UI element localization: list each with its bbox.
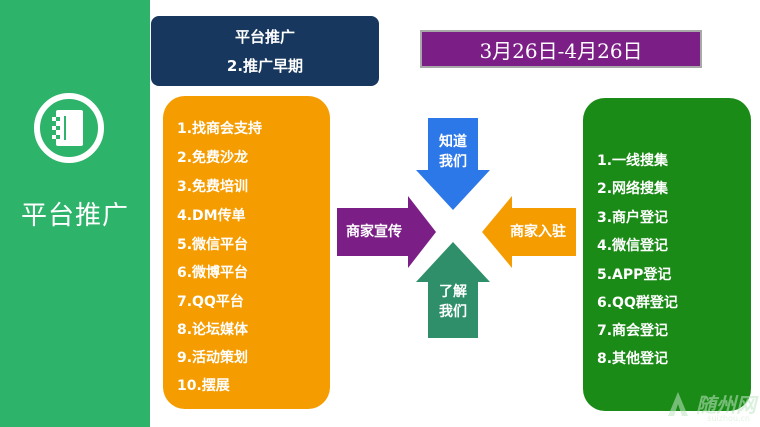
watermark-subtext: suizhou.cn <box>707 414 750 423</box>
registration-item: 5.APP登记 <box>597 267 672 283</box>
left-arrow <box>482 196 576 268</box>
arrow-bottom-label: 了解 我们 <box>439 284 467 320</box>
sidebar: 平台推广 <box>0 0 150 427</box>
notebook-icon <box>34 93 104 163</box>
arrow-diagram: 知道 我们 了解 我们 商家宣传 商家入驻 <box>330 110 580 350</box>
promotion-methods-box: 1.找商会支持 2.免费沙龙 3.免费培训 4.DM传单 5.微信平台 6.微博… <box>163 96 330 409</box>
arrow-right-label: 商家入驻 <box>510 224 566 240</box>
registration-methods-box: 1.一线搜集 2.网络搜集 3.商户登记 4.微信登记 5.APP登记 6.QQ… <box>583 98 751 411</box>
right-arrow <box>337 196 436 268</box>
down-arrow <box>416 118 490 210</box>
promotion-item: 9.活动策划 <box>177 350 249 366</box>
promotion-item: 7.QQ平台 <box>177 294 244 310</box>
watermark-logo-icon <box>668 392 688 416</box>
promotion-item: 4.DM传单 <box>177 208 246 224</box>
promotion-item: 3.免费培训 <box>177 179 249 195</box>
arrow-left-label: 商家宣传 <box>346 224 402 240</box>
registration-item: 8.其他登记 <box>597 351 669 367</box>
up-arrow <box>416 242 490 338</box>
watermark: 随州网 suizhou.cn <box>606 383 756 423</box>
promotion-item: 8.论坛媒体 <box>177 322 249 338</box>
promotion-item: 6.微博平台 <box>177 265 249 281</box>
promotion-item: 1.找商会支持 <box>177 121 263 137</box>
registration-item: 4.微信登记 <box>597 238 669 254</box>
registration-item: 7.商会登记 <box>597 323 669 339</box>
header-box: 平台推广 2.推广早期 <box>151 16 379 86</box>
promotion-item: 10.摆展 <box>177 378 230 394</box>
promotion-item: 5.微信平台 <box>177 237 249 253</box>
arrow-top-label: 知道 我们 <box>439 134 467 170</box>
date-range-text: 3月26日-4月26日 <box>479 38 643 63</box>
header-subtitle: 2.推广早期 <box>226 57 304 75</box>
promotion-item: 2.免费沙龙 <box>177 150 249 166</box>
registration-item: 1.一线搜集 <box>597 153 669 169</box>
watermark-text: 随州网 <box>696 392 756 417</box>
sidebar-title: 平台推广 <box>20 201 129 231</box>
registration-item: 6.QQ群登记 <box>597 295 678 311</box>
registration-item: 2.网络搜集 <box>597 181 669 197</box>
header-title: 平台推广 <box>234 28 295 46</box>
registration-item: 3.商户登记 <box>597 210 669 226</box>
date-range-box: 3月26日-4月26日 <box>420 30 702 68</box>
